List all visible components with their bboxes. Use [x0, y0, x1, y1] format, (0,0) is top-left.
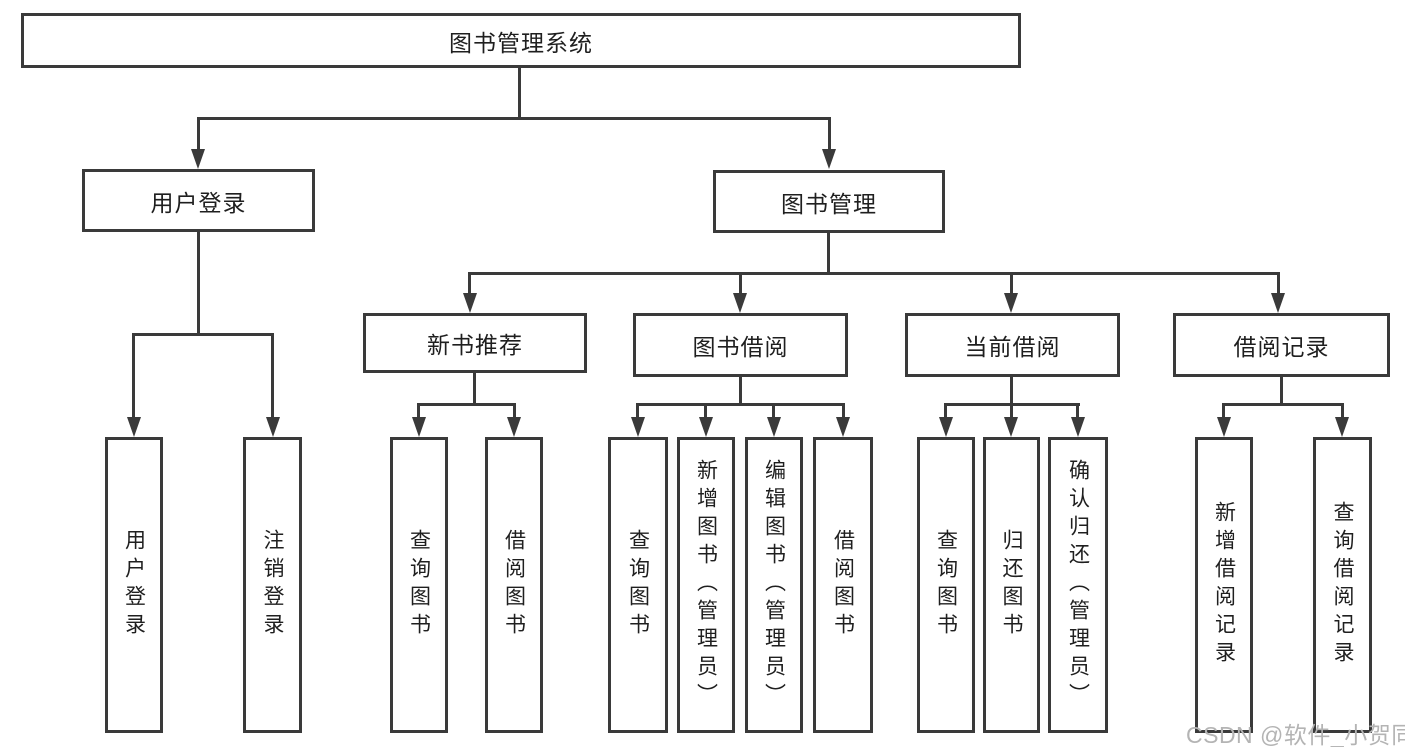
connector-line [1010, 403, 1013, 419]
leaf-label: 归还图书 [1000, 529, 1023, 641]
connector-line [636, 403, 639, 419]
leaf-label: 确认归还（管理员） [1066, 459, 1090, 711]
connector-line [468, 272, 471, 295]
leaf-label: 查询图书 [407, 529, 431, 641]
node-user-login: 用户登录 [82, 169, 315, 232]
connector-line [271, 333, 274, 418]
leaf-borrow-books-borrowing: 借阅图书 [813, 437, 873, 733]
leaf-query-books-current: 查询图书 [917, 437, 975, 733]
leaf-confirm-return-admin: 确认归还（管理员） [1048, 437, 1108, 733]
connector-line [1010, 377, 1013, 406]
connector-line [197, 117, 831, 120]
csdn-watermark: CSDN @软件_小贺同学 [1186, 722, 1405, 747]
connector-line [1222, 403, 1225, 419]
arrow-down-icon [127, 417, 141, 437]
connector-line [518, 68, 521, 119]
connector-line [417, 403, 420, 419]
node-book-borrowing: 图书借阅 [633, 313, 848, 377]
arrow-down-icon [191, 149, 205, 169]
arrow-down-icon [1071, 417, 1085, 437]
arrow-down-icon [1217, 417, 1231, 437]
leaf-label: 编辑图书（管理员） [762, 459, 786, 711]
leaf-return-book: 归还图书 [983, 437, 1040, 733]
leaf-label: 查询图书 [934, 529, 958, 641]
connector-line [772, 403, 775, 419]
connector-line [473, 373, 476, 406]
leaf-add-book-admin: 新增图书（管理员） [677, 437, 735, 733]
node-new-book-recommend: 新书推荐 [363, 313, 587, 373]
arrow-down-icon [822, 149, 836, 169]
arrow-down-icon [836, 417, 850, 437]
connector-line [1341, 403, 1344, 419]
node-book-management: 图书管理 [713, 170, 945, 233]
arrow-down-icon [939, 417, 953, 437]
arrow-down-icon [1271, 293, 1285, 313]
leaf-label: 查询借阅记录 [1331, 501, 1354, 669]
connector-line [132, 333, 135, 418]
arrow-down-icon [412, 417, 426, 437]
arrow-down-icon [767, 417, 781, 437]
connector-line [197, 117, 200, 150]
connector-line [1280, 377, 1283, 406]
arrow-down-icon [1004, 417, 1018, 437]
connector-line [197, 232, 200, 336]
connector-line [1277, 272, 1280, 295]
connector-line [1010, 272, 1013, 295]
arrow-down-icon [699, 417, 713, 437]
arrow-down-icon [507, 417, 521, 437]
connector-line [468, 272, 1280, 275]
node-library-system: 图书管理系统 [21, 13, 1021, 68]
arrow-down-icon [631, 417, 645, 437]
leaf-edit-book-admin: 编辑图书（管理员） [745, 437, 803, 733]
connector-line [1222, 403, 1344, 406]
leaf-label: 新增图书（管理员） [694, 459, 718, 711]
connector-line [132, 333, 274, 336]
leaf-label: 借阅图书 [831, 529, 855, 641]
arrow-down-icon [266, 417, 280, 437]
leaf-query-books-recommend: 查询图书 [390, 437, 448, 733]
connector-line [1076, 403, 1079, 419]
connector-line [739, 377, 742, 406]
arrow-down-icon [463, 293, 477, 313]
connector-line [739, 272, 742, 295]
connector-line [513, 403, 516, 419]
connector-line [417, 403, 516, 406]
leaf-add-borrow-record: 新增借阅记录 [1195, 437, 1253, 733]
node-current-borrowing: 当前借阅 [905, 313, 1120, 377]
leaf-label: 用户登录 [122, 529, 146, 641]
connector-line [827, 233, 830, 275]
connector-line [828, 117, 831, 150]
leaf-query-borrow-record: 查询借阅记录 [1313, 437, 1372, 733]
leaf-label: 借阅图书 [502, 529, 526, 641]
leaf-label: 注销登录 [261, 529, 284, 641]
connector-line [704, 403, 707, 419]
connector-line [842, 403, 845, 419]
connector-line [636, 403, 845, 406]
leaf-query-books-borrowing: 查询图书 [608, 437, 668, 733]
arrow-down-icon [1004, 293, 1018, 313]
arrow-down-icon [733, 293, 747, 313]
leaf-label: 查询图书 [626, 529, 650, 641]
node-borrow-records: 借阅记录 [1173, 313, 1390, 377]
leaf-label: 新增借阅记录 [1212, 501, 1236, 669]
leaf-logout: 注销登录 [243, 437, 302, 733]
leaf-borrow-books-recommend: 借阅图书 [485, 437, 543, 733]
connector-line [944, 403, 947, 419]
arrow-down-icon [1335, 417, 1349, 437]
leaf-user-login: 用户登录 [105, 437, 163, 733]
